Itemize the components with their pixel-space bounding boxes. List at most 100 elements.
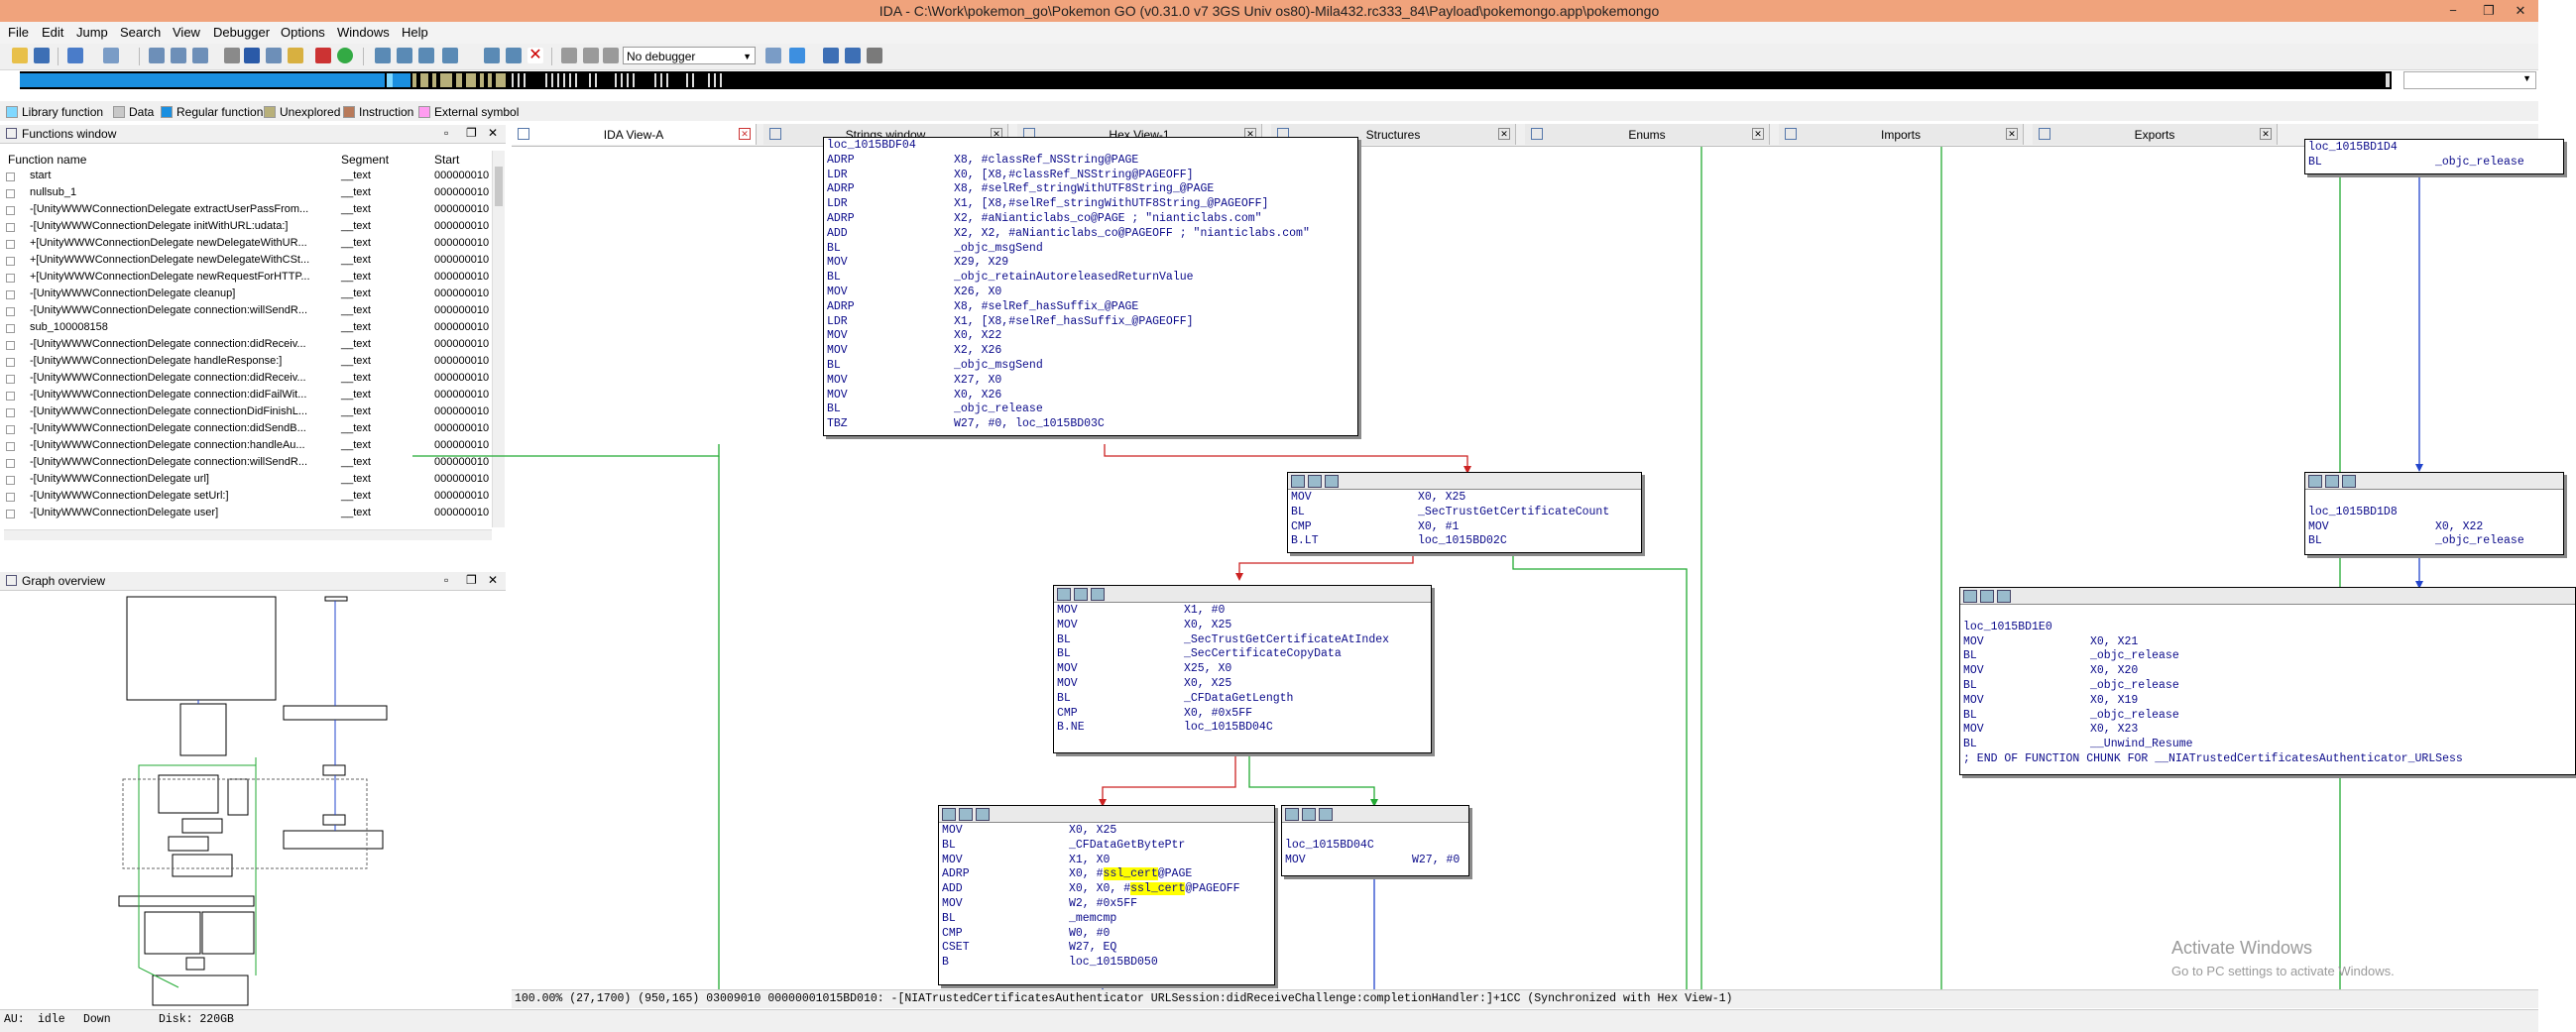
search-icon[interactable] <box>288 48 303 63</box>
functions-scrollbar[interactable] <box>492 151 505 527</box>
binary-icon[interactable] <box>192 48 208 63</box>
close-icon[interactable]: ✕ <box>739 128 751 140</box>
tools-icon[interactable] <box>867 48 882 63</box>
block-group-icon[interactable] <box>976 808 990 821</box>
block-color-icon[interactable] <box>942 808 956 821</box>
block-color-icon[interactable] <box>2308 475 2322 488</box>
float-button[interactable]: ▫ <box>444 126 449 140</box>
block-graph-icon[interactable] <box>959 808 973 821</box>
block-color-icon[interactable] <box>1057 588 1071 601</box>
block-color-icon[interactable] <box>1291 475 1305 488</box>
instruction-line[interactable]: BL_objc_msgSend <box>827 242 1354 257</box>
close-icon[interactable]: ✕ <box>1752 128 1764 140</box>
stop-icon[interactable] <box>603 48 619 63</box>
instruction-line[interactable]: loc_1015BD1E0 <box>1963 621 2572 635</box>
menu-windows[interactable]: Windows <box>337 25 390 40</box>
save-icon[interactable] <box>34 48 50 63</box>
instruction-line[interactable]: BL_objc_release <box>827 402 1354 417</box>
instruction-line[interactable] <box>1963 606 2572 621</box>
debugger-select[interactable]: No debugger ▼ <box>623 47 756 64</box>
function-row[interactable]: -[UnityWWWConnectionDelegate connection:… <box>4 303 492 320</box>
binoculars-icon[interactable] <box>266 48 282 63</box>
functions-hscrollbar[interactable] <box>4 529 492 540</box>
graph-icon[interactable] <box>315 48 331 63</box>
block-group-icon[interactable] <box>1319 808 1333 821</box>
instruction-line[interactable]: BL_SecCertificateCopyData <box>1057 647 1428 662</box>
play-icon[interactable] <box>561 48 577 63</box>
function-row[interactable]: +[UnityWWWConnectionDelegate newDelegate… <box>4 236 492 253</box>
function-row[interactable]: -[UnityWWWConnectionDelegate connection:… <box>4 388 492 404</box>
data-icon[interactable] <box>506 48 522 63</box>
instruction-line[interactable]: loc_1015BD1D8 <box>2308 506 2560 520</box>
function-row[interactable]: -[UnityWWWConnectionDelegate connection:… <box>4 337 492 354</box>
instruction-line[interactable] <box>2308 491 2560 506</box>
block-graph-icon[interactable] <box>1074 588 1088 601</box>
menu-help[interactable]: Help <box>402 25 428 40</box>
segment-combo[interactable]: ▼ <box>2403 71 2536 89</box>
instruction-line[interactable]: loc_1015BD04C <box>1285 839 1465 854</box>
menu-jump[interactable]: Jump <box>76 25 108 40</box>
function-row[interactable]: -[UnityWWWConnectionDelegate connection:… <box>4 371 492 388</box>
function-row[interactable]: -[UnityWWWConnectionDelegate connection:… <box>4 421 492 438</box>
instruction-line[interactable]: BL_CFDataGetBytePtr <box>942 839 1271 854</box>
breakpoint-icon[interactable] <box>765 48 781 63</box>
menu-edit[interactable]: Edit <box>42 25 64 40</box>
function-row[interactable]: -[UnityWWWConnectionDelegate user]__text… <box>4 506 492 522</box>
function-row[interactable]: -[UnityWWWConnectionDelegate cleanup]__t… <box>4 287 492 303</box>
block-group-icon[interactable] <box>1325 475 1339 488</box>
instruction-line[interactable]: BL_objc_release <box>1963 679 2572 694</box>
menu-view[interactable]: View <box>173 25 200 40</box>
close-icon[interactable]: ✕ <box>488 126 499 140</box>
function-row[interactable]: -[UnityWWWConnectionDelegate connectionD… <box>4 404 492 421</box>
block-graph-icon[interactable] <box>1980 590 1994 603</box>
restore-icon[interactable]: ❐ <box>466 573 477 587</box>
enum-icon[interactable] <box>418 48 434 63</box>
instruction-line[interactable]: BL_objc_msgSend <box>827 359 1354 374</box>
close-icon[interactable]: ✕ <box>1498 128 1510 140</box>
block-graph-icon[interactable] <box>2325 475 2339 488</box>
instruction-line[interactable]: BL_objc_release <box>2308 156 2560 171</box>
instruction-line[interactable]: ; END OF FUNCTION CHUNK FOR __NIATrusted… <box>1963 752 2572 767</box>
function-row[interactable]: +[UnityWWWConnectionDelegate newDelegate… <box>4 253 492 270</box>
float-button[interactable]: ▫ <box>444 573 449 587</box>
block-graph-icon[interactable] <box>1308 475 1322 488</box>
close-icon[interactable]: ✕ <box>2006 128 2018 140</box>
function-row[interactable]: -[UnityWWWConnectionDelegate connection:… <box>4 455 492 472</box>
sync-icon[interactable] <box>789 48 805 63</box>
instruction-line[interactable]: BL_SecTrustGetCertificateCount <box>1291 506 1638 520</box>
menu-options[interactable]: Options <box>281 25 325 40</box>
column-function-name[interactable]: Function name <box>8 153 87 167</box>
block-graph-icon[interactable] <box>1302 808 1316 821</box>
instruction-line[interactable]: BL_objc_release <box>2308 534 2560 549</box>
function-row[interactable]: -[UnityWWWConnectionDelegate setUrl:]__t… <box>4 489 492 506</box>
